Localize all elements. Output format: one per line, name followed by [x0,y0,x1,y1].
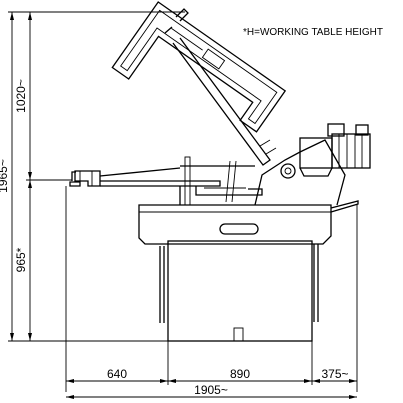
horizontal-dimensions: 640 890 375~ 1905~ [65,186,358,399]
base-slot [219,223,259,235]
cabinet [167,240,313,342]
machine-outline [69,1,371,342]
vertical-dimensions: 1965~ 1020~ 965* [0,11,185,342]
coolant-drain-plug [233,327,244,342]
total-height-label: 1965~ [0,159,10,193]
table-height-label: 965* [14,247,28,272]
upper-height-label: 1020~ [14,79,28,113]
middle-span-label: 890 [230,367,250,381]
left-span-label: 640 [107,367,127,381]
right-span-label: 375~ [321,367,348,381]
working-table-height-note: *H=WORKING TABLE HEIGHT [243,27,383,38]
total-length-label: 1905~ [194,383,228,397]
